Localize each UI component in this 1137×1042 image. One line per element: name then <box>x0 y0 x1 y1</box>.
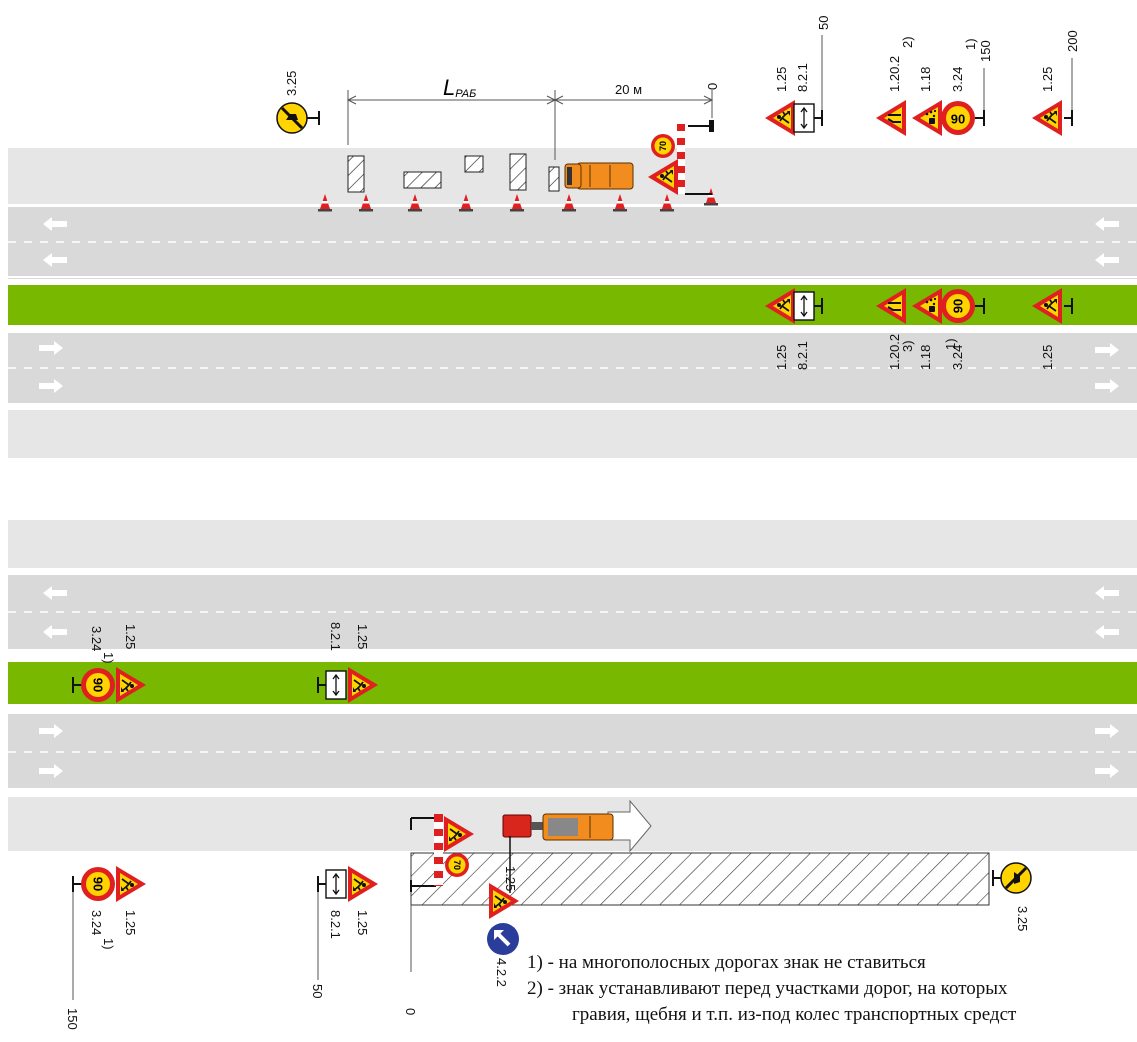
top-work-zone: 70 <box>318 120 718 212</box>
svg-text:1.25: 1.25 <box>1040 67 1055 92</box>
offset-label: 20 м <box>615 82 642 97</box>
svg-text:1.25: 1.25 <box>774 67 789 92</box>
svg-text:1.25: 1.25 <box>123 910 138 935</box>
svg-text:3.24: 3.24 <box>950 67 965 92</box>
road-works-sign <box>764 99 796 137</box>
footnote-2: 2) - знак устанавливают перед участками … <box>527 978 1008 999</box>
svg-text:70: 70 <box>452 860 462 870</box>
end-restrictions-sign: 3.25 <box>275 71 320 135</box>
svg-text:50: 50 <box>816 16 831 30</box>
speed-limit-90-sign: 90 <box>81 867 115 901</box>
svg-text:70: 70 <box>658 141 668 151</box>
svg-text:1): 1) <box>943 338 958 350</box>
distance-plate <box>793 291 815 321</box>
road-works-sign <box>347 865 379 903</box>
top-upper-signs: 90 1.25 8.2.1 50 1.20.2 2) 1.18 3.24 1) … <box>764 16 1080 137</box>
gravel-sign <box>912 100 942 136</box>
bottom-median-signs: 90 3.24 1) 1.25 8.2.1 1.25 <box>72 622 379 704</box>
bottom-roadside-signs: 90 1.25 3.24 1) 8.2.1 1.25 150 50 0 <box>65 865 418 1030</box>
speed-limit-90-sign: 90 <box>941 289 975 323</box>
svg-text:3): 3) <box>900 340 915 352</box>
svg-text:0: 0 <box>403 1008 418 1015</box>
footnotes: 1) - на многополосных дорогах знак не ст… <box>527 950 1137 1028</box>
svg-text:50: 50 <box>310 984 325 998</box>
speed-limit-70-sign: 70 <box>651 134 675 158</box>
svg-text:150: 150 <box>65 1008 80 1030</box>
svg-text:1): 1) <box>963 38 978 50</box>
road-works-sign <box>115 865 147 903</box>
svg-text:3.24: 3.24 <box>89 910 104 935</box>
work-truck <box>502 799 652 853</box>
svg-text:1.25: 1.25 <box>123 624 138 649</box>
svg-text:8.2.1: 8.2.1 <box>795 63 810 92</box>
svg-text:8.2.1: 8.2.1 <box>328 622 343 651</box>
pass-left-sign <box>485 921 521 957</box>
svg-text:90: 90 <box>951 112 965 127</box>
svg-text:1.18: 1.18 <box>918 345 933 370</box>
speed-limit-90-sign: 90 <box>941 101 975 135</box>
svg-text:200: 200 <box>1065 30 1080 52</box>
svg-text:1): 1) <box>101 652 116 664</box>
distance-plate <box>325 869 347 899</box>
svg-text:3.24: 3.24 <box>950 345 965 370</box>
bottom-work-zone: 70 1.25 4.2.2 3.25 <box>410 799 1033 987</box>
svg-text:3.24: 3.24 <box>89 626 104 651</box>
svg-text:1.20.2: 1.20.2 <box>887 334 902 370</box>
end-restrictions-sign: 3.25 <box>992 861 1033 931</box>
svg-text:1.25: 1.25 <box>1040 345 1055 370</box>
zero-marker: 0 <box>705 83 720 90</box>
mobile-barrier <box>434 814 443 886</box>
svg-text:1.25: 1.25 <box>774 345 789 370</box>
distance-plate <box>793 103 815 133</box>
footnote-1: 1) - на многополосных дорогах знак не ст… <box>527 952 926 973</box>
mobile-barrier <box>677 120 714 195</box>
top-median-signs: 90 1.25 8.2.1 1.20.2 3) 1.18 3.24 1) 1.2… <box>764 287 1073 370</box>
svg-text:1.18: 1.18 <box>918 67 933 92</box>
bottom-scheme-road <box>8 520 1137 851</box>
svg-text:3.25: 3.25 <box>284 71 299 96</box>
svg-text:1): 1) <box>101 938 116 950</box>
svg-text:1.25: 1.25 <box>503 866 518 891</box>
dimension-line: LРАБ 20 м 0 <box>346 75 720 160</box>
narrowing-sign <box>875 99 907 137</box>
footnote-2-continued: гравия, щебня и т.п. из-под колес трансп… <box>572 1004 1017 1025</box>
svg-text:90: 90 <box>91 877 106 891</box>
svg-text:1.20.2: 1.20.2 <box>887 56 902 92</box>
svg-text:90: 90 <box>951 299 966 313</box>
work-length-label: LРАБ <box>443 75 476 100</box>
speed-limit-70-sign: 70 <box>445 853 469 877</box>
svg-text:90: 90 <box>91 678 106 692</box>
distance-plate <box>325 670 347 700</box>
svg-text:8.2.1: 8.2.1 <box>328 910 343 939</box>
svg-text:3.25: 3.25 <box>1015 906 1030 931</box>
svg-text:2): 2) <box>900 36 915 48</box>
road-works-sign <box>1031 99 1063 137</box>
svg-text:150: 150 <box>978 40 993 62</box>
svg-text:4.2.2: 4.2.2 <box>494 958 509 987</box>
svg-text:8.2.1: 8.2.1 <box>795 341 810 370</box>
work-truck <box>564 162 634 190</box>
speed-limit-90-sign: 90 <box>81 668 115 702</box>
svg-text:1.25: 1.25 <box>355 910 370 935</box>
svg-text:1.25: 1.25 <box>355 624 370 649</box>
